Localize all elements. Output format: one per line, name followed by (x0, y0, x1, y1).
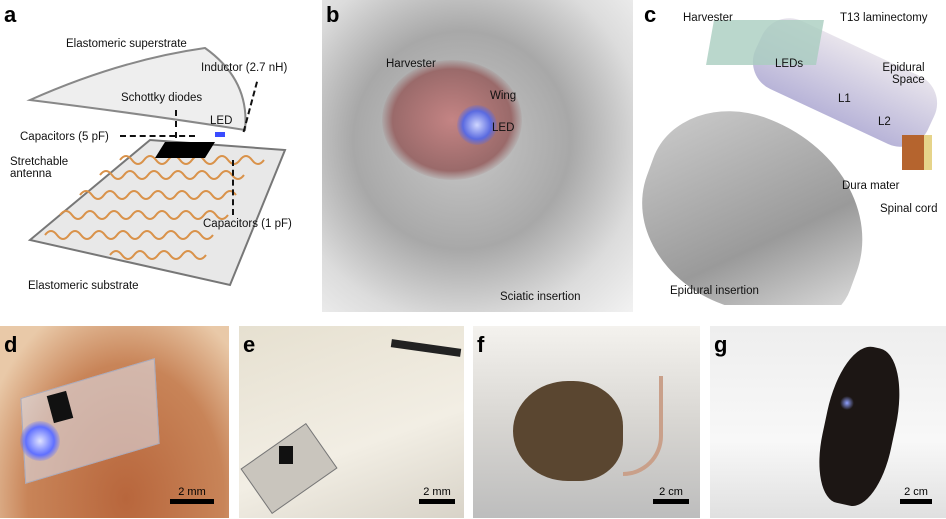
panel-letter: g (714, 332, 728, 357)
label-schottky: Schottky diodes (121, 92, 203, 104)
scale-label: 2 mm (423, 486, 451, 498)
label-inductor: Inductor (2.7 nH) (201, 62, 288, 74)
muscle-illustration (382, 60, 522, 180)
label-wing: Wing (490, 90, 517, 102)
scale-bar: 2 mm (419, 486, 455, 504)
arrow (175, 110, 177, 138)
label-sciatic: Sciatic insertion (500, 291, 581, 303)
panel-c: c Harvester T13 laminectomy LEDs Epidura… (640, 0, 946, 305)
panel-b: b Harvester Wing LED Sciatic insertion (322, 0, 633, 312)
antenna-line2: antenna (10, 168, 52, 180)
label-superstrate: Elastomeric superstrate (66, 38, 187, 50)
panel-letter: c (644, 2, 657, 27)
panel-f-photo: f 2 cm (473, 326, 700, 518)
panel-letter: e (243, 332, 256, 357)
harvester-device (706, 20, 824, 65)
led-glow (840, 396, 854, 410)
scale-label: 2 mm (178, 486, 206, 498)
scale-label: 2 cm (904, 486, 928, 498)
chip (279, 446, 293, 464)
label-led: LED (210, 115, 233, 127)
device-on-table (240, 423, 338, 514)
mouse (513, 381, 623, 481)
panel-g-photo: g 2 cm (710, 326, 946, 518)
panel-letter: f (477, 332, 485, 357)
label-dura: Dura mater (842, 180, 900, 192)
label-substrate: Elastomeric substrate (28, 280, 139, 292)
label-harvester: Harvester (386, 58, 436, 70)
spinal-cord (902, 135, 932, 170)
device-schematic (26, 46, 287, 287)
label-epidural-insertion: Epidural insertion (670, 285, 759, 297)
scale-bar: 2 cm (900, 486, 932, 504)
label-cap1: Capacitors (1 pF) (203, 218, 292, 230)
antenna-line1: Stretchable (10, 156, 69, 168)
label-leds: LEDs (775, 58, 804, 70)
label-led: LED (492, 122, 515, 134)
panel-letter: a (4, 2, 17, 27)
scale-bar: 2 mm (170, 486, 214, 504)
scale-bar: 2 cm (653, 486, 689, 504)
panel-letter: b (326, 2, 340, 27)
label-l2: L2 (878, 116, 891, 128)
epidural-line1: Epidural (882, 62, 925, 74)
panel-letter: d (4, 332, 18, 357)
scale-label: 2 cm (659, 486, 683, 498)
arrow (120, 135, 195, 137)
label-cap5: Capacitors (5 pF) (20, 131, 109, 143)
label-l1: L1 (838, 93, 851, 105)
epidural-line2: Space (892, 74, 925, 86)
led-glow (457, 105, 497, 145)
mouse-tail (623, 376, 663, 476)
panel-d-photo: d 2 mm (0, 326, 229, 518)
arrow (232, 160, 234, 215)
mouse (809, 340, 911, 512)
label-t13: T13 laminectomy (840, 12, 928, 24)
label-harvester: Harvester (683, 12, 733, 24)
panel-a: a Elastomeric superstrate Inductor (2.7 … (0, 0, 320, 300)
panel-e-photo: e 2 mm (239, 326, 464, 518)
tweezers (390, 339, 462, 357)
label-spinal: Spinal cord (880, 203, 938, 215)
led-glow (20, 421, 60, 461)
